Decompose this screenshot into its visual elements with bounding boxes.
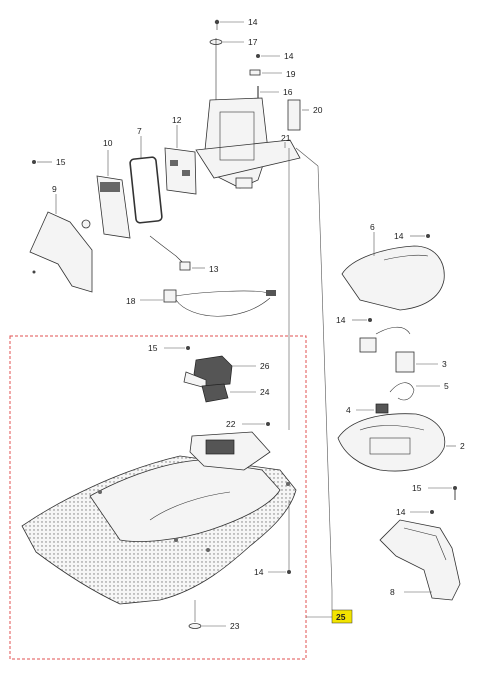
housing-26: 26 xyxy=(183,355,270,389)
callout-22: 22 xyxy=(226,419,236,429)
cover-10: 10 xyxy=(96,138,131,239)
main-frame-21: 21 xyxy=(195,38,301,189)
screw-15-left: 15 xyxy=(32,157,66,167)
body-cover-6: 6 xyxy=(341,222,445,311)
callout-6: 6 xyxy=(370,222,375,232)
leader-to-rear xyxy=(317,165,333,591)
callout-7: 7 xyxy=(137,126,142,136)
screw-14-right-top: 14 xyxy=(394,231,430,241)
screw-14-top: 14 xyxy=(214,17,258,30)
callout-4: 4 xyxy=(346,405,351,415)
screw-22: 22 xyxy=(226,419,270,429)
bracket-20: 20 xyxy=(287,99,323,131)
callout-9: 9 xyxy=(52,184,57,194)
screw-15-right: 15 xyxy=(412,483,457,500)
callout-14-e: 14 xyxy=(254,567,264,577)
callout-8: 8 xyxy=(390,587,395,597)
assembly-25-frame xyxy=(9,335,307,660)
callout-14-d: 14 xyxy=(336,315,346,325)
callout-23: 23 xyxy=(230,621,240,631)
callout-5: 5 xyxy=(444,381,449,391)
callout-10: 10 xyxy=(103,138,113,148)
callout-20: 20 xyxy=(313,105,323,115)
clip-19: 19 xyxy=(249,69,296,79)
screw-14-right-low: 14 xyxy=(396,507,434,517)
cable-13: 13 xyxy=(149,235,219,274)
leader-21-right xyxy=(295,147,319,167)
callout-19: 19 xyxy=(286,69,296,79)
module-24: 24 xyxy=(201,383,270,403)
washer-17: 17 xyxy=(209,37,258,47)
callout-2: 2 xyxy=(460,441,465,451)
screw-15-inner: 15 xyxy=(148,343,190,353)
base-plate xyxy=(21,431,297,605)
callout-13: 13 xyxy=(209,264,219,274)
bracket-9: 9 xyxy=(29,184,93,293)
callout-16: 16 xyxy=(283,87,293,97)
callout-18: 18 xyxy=(126,296,136,306)
screw-14-second: 14 xyxy=(256,51,294,61)
callout-15-a: 15 xyxy=(56,157,66,167)
rear-cover-8: 8 xyxy=(379,519,461,601)
screw-16: 16 xyxy=(257,86,293,108)
assembly-25-badge: 25 xyxy=(331,609,353,624)
callout-12: 12 xyxy=(172,115,182,125)
callout-17: 17 xyxy=(248,37,258,47)
screw-14-inner: 14 xyxy=(254,500,291,577)
circuit-board-12: 12 xyxy=(164,115,197,195)
callout-15-b: 15 xyxy=(148,343,158,353)
callout-14-a: 14 xyxy=(248,17,258,27)
callout-25: 25 xyxy=(336,612,346,622)
callout-26: 26 xyxy=(260,361,270,371)
callout-14-c: 14 xyxy=(394,231,404,241)
callout-3: 3 xyxy=(442,359,447,369)
callout-14-b: 14 xyxy=(284,51,294,61)
seal-gasket-7: 7 xyxy=(129,126,163,224)
cable-5: 5 xyxy=(389,381,449,401)
callout-14-f: 14 xyxy=(396,507,406,517)
foot-23: 23 xyxy=(188,600,240,631)
cable-18: 18 xyxy=(126,289,276,317)
screw-14-right-mid: 14 xyxy=(336,315,372,325)
knob xyxy=(81,219,91,229)
callout-15-c: 15 xyxy=(412,483,422,493)
callout-24: 24 xyxy=(260,387,270,397)
switch-harness-3: 3 xyxy=(359,326,447,373)
chassis-2: 2 xyxy=(337,413,465,472)
sensor-4: 4 xyxy=(346,403,389,415)
callout-21: 21 xyxy=(281,133,291,143)
